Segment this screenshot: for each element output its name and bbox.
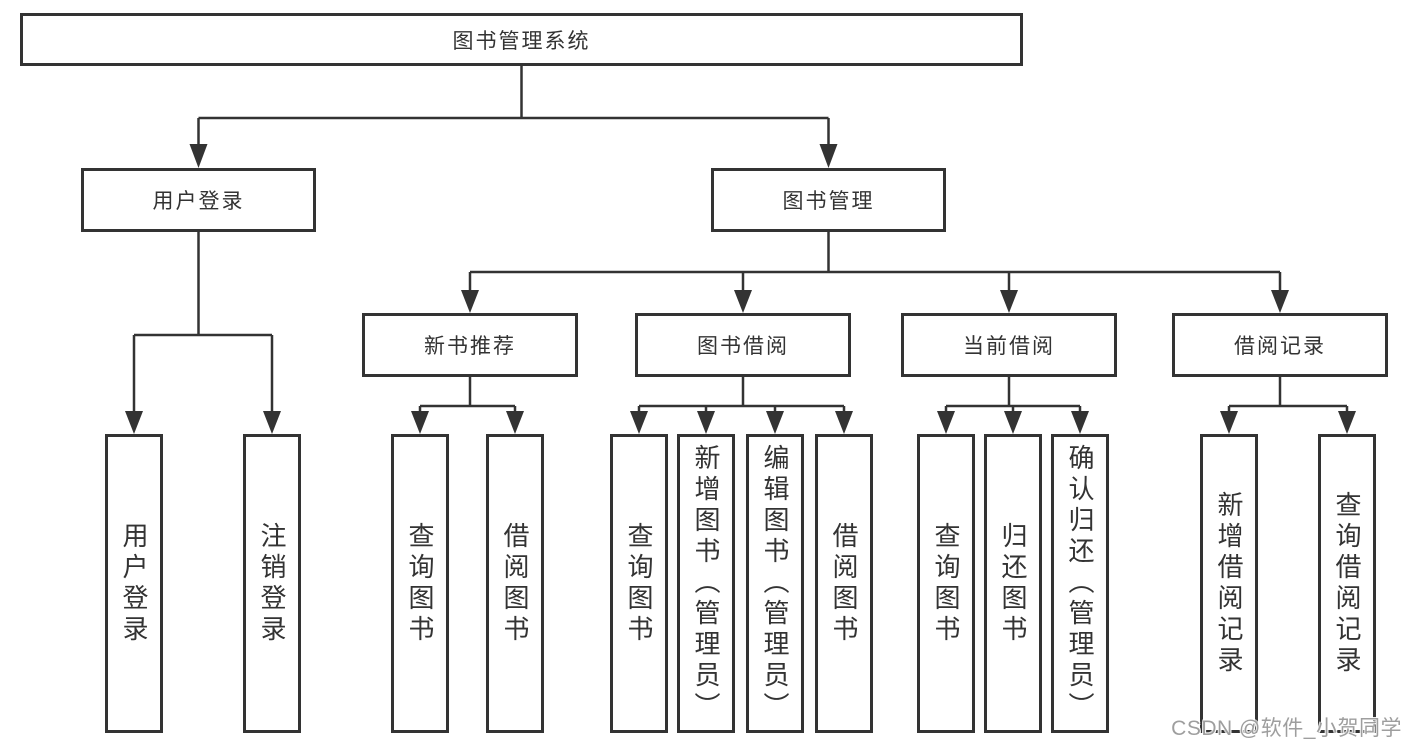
arrowhead-icon <box>697 411 715 434</box>
leaf-add-book-admin: 新增图书（管理员） <box>677 434 735 733</box>
node-borrow-records: 借阅记录 <box>1172 313 1388 377</box>
connector-current-borrow-to-leaves <box>944 377 1082 414</box>
arrowhead-icon <box>819 144 838 168</box>
arrowhead-icon <box>263 411 281 434</box>
arrowhead-icon <box>1271 290 1289 313</box>
node-root: 图书管理系统 <box>20 13 1023 66</box>
arrowhead-icon <box>506 411 524 434</box>
arrowhead-icon <box>1220 411 1238 434</box>
connector-user-login-to-leaves <box>132 232 274 414</box>
arrowhead-icon <box>835 411 853 434</box>
leaf-query-book-current: 查询图书 <box>917 434 975 733</box>
node-new-book-rec: 新书推荐 <box>362 313 578 377</box>
arrowhead-icon <box>1004 411 1022 434</box>
node-book-borrow: 图书借阅 <box>635 313 851 377</box>
node-current-borrow: 当前借阅 <box>901 313 1117 377</box>
leaf-borrow-book-rec: 借阅图书 <box>486 434 544 733</box>
connector-root-to-level2 <box>197 64 830 148</box>
leaf-edit-book-admin: 编辑图书（管理员） <box>746 434 804 733</box>
node-user-login: 用户登录 <box>81 168 316 232</box>
watermark: CSDN @软件_小贺同学 <box>1171 717 1402 740</box>
arrowhead-icon <box>766 411 784 434</box>
leaf-query-book-borrow: 查询图书 <box>610 434 668 733</box>
arrowhead-icon <box>937 411 955 434</box>
connector-borrow-records-to-leaves <box>1227 377 1349 414</box>
arrowhead-icon <box>1000 290 1018 313</box>
arrowhead-icon <box>734 290 752 313</box>
arrowhead-icon <box>461 290 479 313</box>
leaf-query-book-rec: 查询图书 <box>391 434 449 733</box>
arrowhead-icon <box>125 411 143 434</box>
leaf-logout: 注销登录 <box>243 434 301 733</box>
connector-book-borrow-to-leaves <box>637 377 846 414</box>
arrowhead-icon <box>411 411 429 434</box>
leaf-borrow-book-borrow: 借阅图书 <box>815 434 873 733</box>
node-book-mgmt: 图书管理 <box>711 168 946 232</box>
arrowhead-icon <box>189 144 208 168</box>
connector-book-mgmt-to-level3 <box>468 232 1282 293</box>
leaf-confirm-return-admin: 确认归还（管理员） <box>1051 434 1109 733</box>
leaf-query-borrow-record: 查询借阅记录 <box>1318 434 1376 733</box>
arrowhead-icon <box>1338 411 1356 434</box>
connector-new-book-rec-to-leaves <box>418 377 517 414</box>
leaf-user-login: 用户登录 <box>105 434 163 733</box>
leaf-return-book: 归还图书 <box>984 434 1042 733</box>
leaf-add-borrow-record: 新增借阅记录 <box>1200 434 1258 733</box>
arrowhead-icon <box>630 411 648 434</box>
arrowhead-icon <box>1071 411 1089 434</box>
